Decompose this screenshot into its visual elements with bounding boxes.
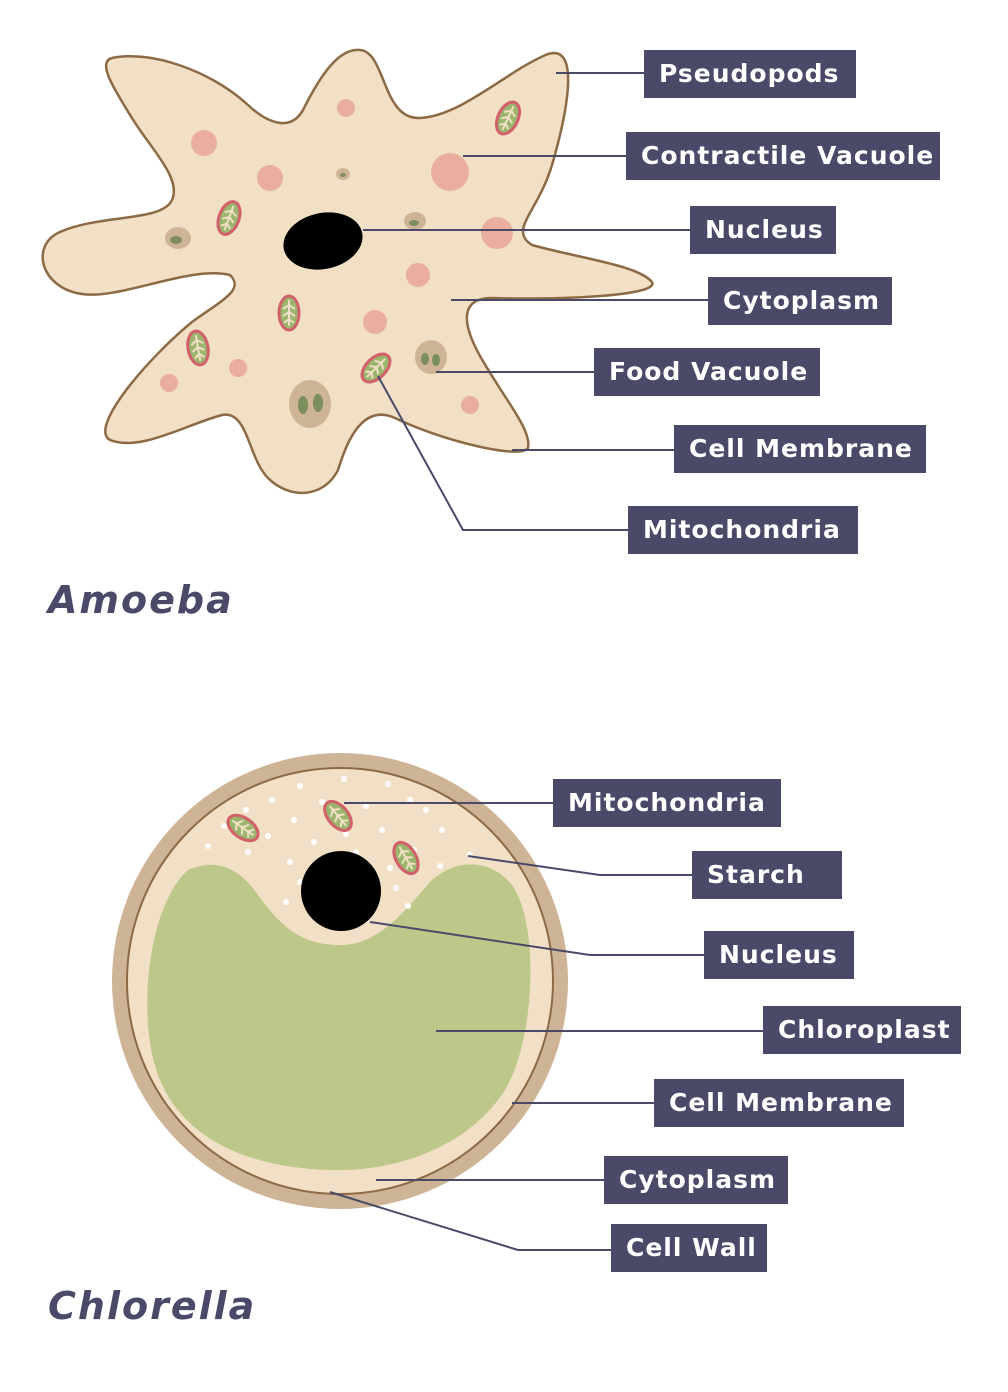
label-chlorella-cytoplasm: Cytoplasm [604, 1156, 788, 1204]
chlorella-nucleus [301, 851, 381, 931]
amoeba-nucleus [283, 212, 363, 270]
amoeba-leader-lines [363, 72, 708, 531]
label-chlorella-nucleus: Nucleus [704, 931, 854, 979]
caption-amoeba: Amoeba [48, 578, 234, 622]
label-chlorella-cell-membrane: Cell Membrane [654, 1079, 904, 1127]
chlorella-cell [112, 753, 568, 1209]
label-chlorella-starch: Starch [692, 851, 842, 899]
label-amoeba-nucleus: Nucleus [690, 206, 836, 254]
amoeba-cell [41, 48, 654, 495]
label-amoeba-contractile-vacuole: Contractile Vacuole [626, 132, 940, 180]
label-chlorella-chloroplast: Chloroplast [763, 1006, 961, 1054]
label-amoeba-pseudopods: Pseudopods [644, 50, 856, 98]
caption-chlorella: Chlorella [48, 1284, 257, 1328]
label-amoeba-cell-membrane: Cell Membrane [674, 425, 926, 473]
chlorella-leader-lines [329, 802, 763, 1251]
label-chlorella-cell-wall: Cell Wall [611, 1224, 767, 1272]
amoeba-food-vacuoles [165, 168, 447, 428]
label-chlorella-mitochondria: Mitochondria [553, 779, 781, 827]
amoeba-cell-membrane [41, 48, 654, 495]
chlorella-chloroplast [147, 864, 531, 1171]
label-amoeba-mitochondria: Mitochondria [628, 506, 858, 554]
label-amoeba-cytoplasm: Cytoplasm [708, 277, 892, 325]
label-amoeba-food-vacuole: Food Vacuole [594, 348, 820, 396]
amoeba-pink-vacuoles [160, 99, 513, 414]
